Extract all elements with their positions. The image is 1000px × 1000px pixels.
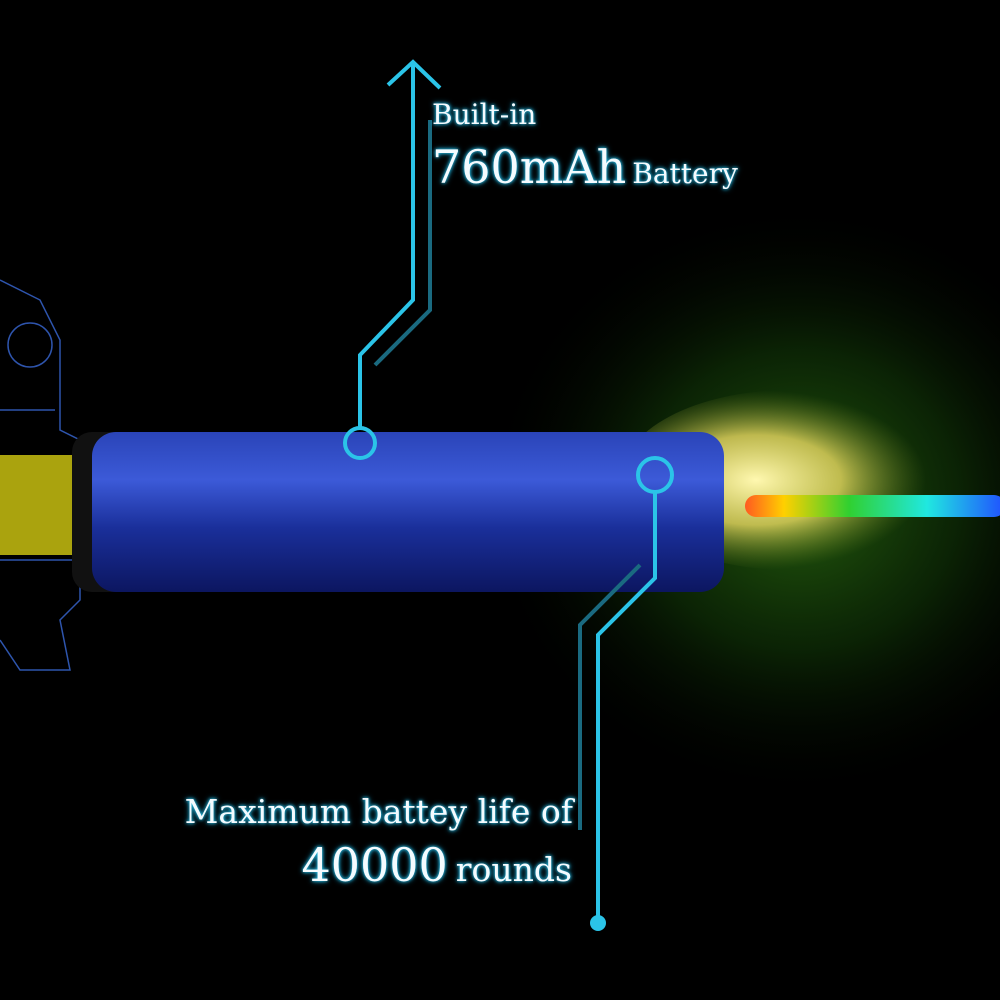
callout-lines (343, 59, 674, 931)
rainbow-beam (745, 495, 1000, 517)
rounds-label: rounds (455, 850, 572, 889)
rounds-value: 40000 (301, 838, 448, 892)
battery-label: Battery (632, 157, 738, 190)
battery-life-label: Maximum battey life of (184, 792, 573, 831)
battery-body (92, 432, 724, 592)
capacity-value: 760mAh (432, 140, 627, 194)
built-in-label: Built-in (432, 98, 537, 131)
